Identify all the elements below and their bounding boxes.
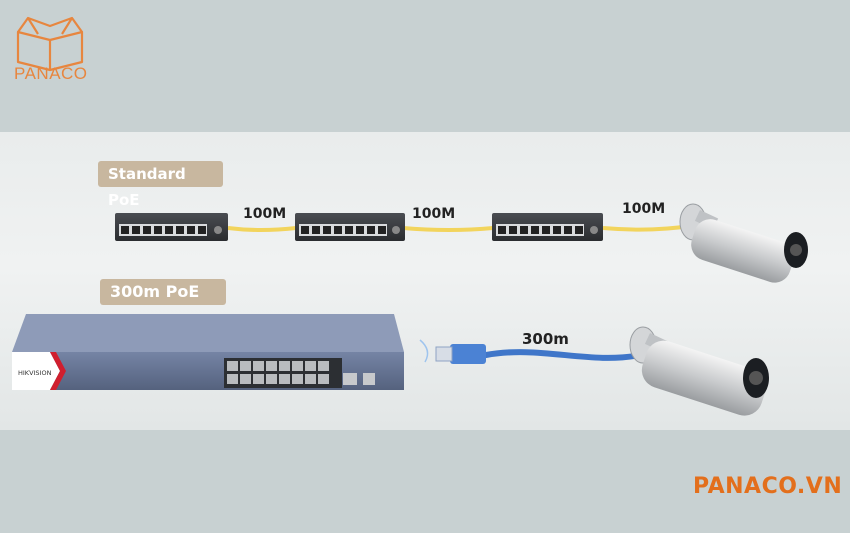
logo-text: PANACO (14, 64, 88, 83)
switch-brand-label: HIKVISION (18, 369, 52, 377)
switch-icon (115, 213, 228, 241)
standard-poe-label: Standard PoE (98, 161, 223, 209)
long-poe-label: 300m PoE (100, 279, 226, 305)
camera-icon (679, 203, 808, 283)
camera-icon (629, 326, 769, 416)
yellow-cable (602, 224, 691, 232)
switch-icon (12, 314, 404, 390)
footer-brand: PANACO.VN (693, 474, 843, 499)
speed-label: 100M (243, 206, 287, 222)
switch-icon (492, 213, 603, 241)
speed-label: 100M (622, 201, 666, 217)
switch-icon (295, 213, 405, 241)
yellow-cable (402, 226, 494, 232)
rj45-connector-icon (435, 344, 486, 364)
speed-label: 100M (412, 206, 456, 222)
blue-cable (483, 349, 643, 361)
cable-length-label: 300m (522, 330, 569, 348)
yellow-cable (227, 226, 297, 232)
logo-box-icon (16, 16, 84, 72)
blue-cable-group (419, 339, 643, 364)
